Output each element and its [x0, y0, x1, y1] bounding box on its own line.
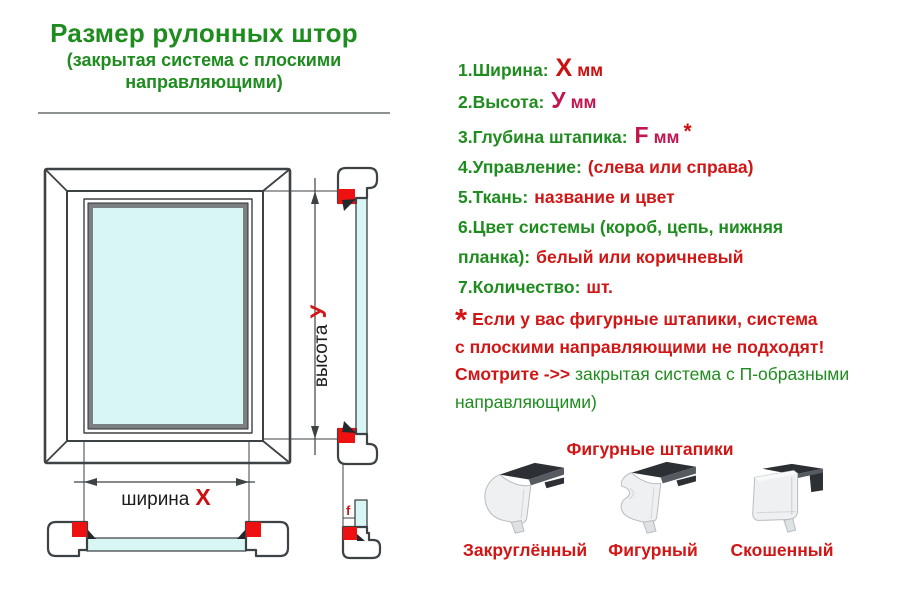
bead-depth-value: F [634, 122, 649, 148]
page-title: Размер рулонных штор [50, 18, 358, 48]
footnote-see-text: закрытая система с П-образными направляю… [455, 364, 850, 412]
page-subtitle-line2: направляющими) [125, 72, 283, 92]
spec-row-control: 4.Управление:(слева или справа) [458, 157, 754, 177]
spec-row-quantity: 7.Количество:шт. [458, 277, 613, 297]
bead-image-contoured [583, 458, 723, 538]
bead-label-contoured: Фигурный [608, 540, 698, 560]
width-value: Х [555, 54, 573, 82]
bead-depth-label: f [346, 503, 351, 518]
spec-row-fabric: 5.Ткань:название и цвет [458, 187, 675, 207]
bead-figure-rounded: Закруглённый [455, 458, 595, 561]
bead-label-beveled: Скошенный [730, 540, 834, 560]
bead-depth-detail: f [341, 464, 382, 560]
footnote-asterisk: * [683, 120, 692, 143]
bead-figure-contoured: Фигурный [583, 458, 723, 561]
page-subtitle: (закрытая система с плоскими направляющи… [8, 49, 400, 93]
height-dimension: высотаУ [263, 178, 339, 455]
bead-image-rounded [455, 458, 595, 538]
footnote-line2: с плоскими направляющими не подходят! [455, 336, 825, 357]
bead-figure-beveled: Скошенный [712, 458, 852, 561]
bead-image-beveled [712, 458, 852, 538]
window-front-view [43, 167, 292, 465]
side-section-view [336, 166, 379, 466]
bead-label-rounded: Закруглённый [462, 540, 588, 560]
footnote-star: * [455, 302, 468, 337]
height-dimension-label: высотаУ [306, 305, 332, 388]
page-subtitle-line1: (закрытая система с плоскими [66, 50, 342, 70]
footnote-line1: Если у вас фигурные штапики, система [472, 309, 818, 329]
height-value: У [551, 87, 566, 113]
footnote-see-label: Смотрите ->> [455, 364, 571, 384]
beads-heading: Фигурные штапики [566, 439, 734, 459]
bottom-section-view [46, 520, 290, 558]
footnote-warning: *Если у вас фигурные штапики, система с … [455, 304, 883, 416]
title-divider [38, 112, 390, 114]
